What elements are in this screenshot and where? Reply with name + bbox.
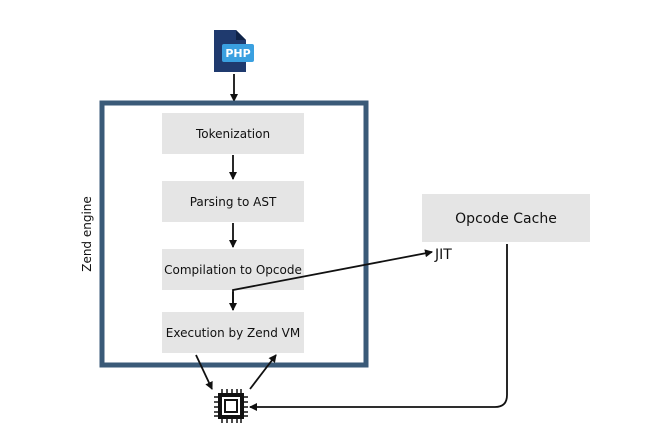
php-file-icon: PHP <box>214 30 254 72</box>
arrow-cache-to-cpu <box>249 244 508 411</box>
stage-label: Parsing to AST <box>190 195 277 209</box>
stage-execution: Execution by Zend VM <box>162 312 304 353</box>
stage-label: Tokenization <box>195 127 270 141</box>
php-logo-text: PHP <box>225 47 250 60</box>
jit-label: JIT <box>434 247 452 263</box>
cpu-chip-icon <box>214 389 248 423</box>
stage-label: Execution by Zend VM <box>166 326 300 340</box>
stage-compilation: Compilation to Opcode <box>162 249 304 290</box>
opcode-cache-box: Opcode Cache <box>422 194 590 242</box>
opcode-cache-label: Opcode Cache <box>455 211 557 227</box>
zend-engine-label: Zend engine <box>80 196 94 272</box>
arrow-execution-to-cpu <box>195 354 213 390</box>
stage-label: Compilation to Opcode <box>164 263 302 277</box>
zend-engine-box <box>99 100 369 368</box>
stage-parsing: Parsing to AST <box>162 181 304 222</box>
arrow-cpu-to-execution <box>249 354 277 390</box>
stage-tokenization: Tokenization <box>162 113 304 154</box>
